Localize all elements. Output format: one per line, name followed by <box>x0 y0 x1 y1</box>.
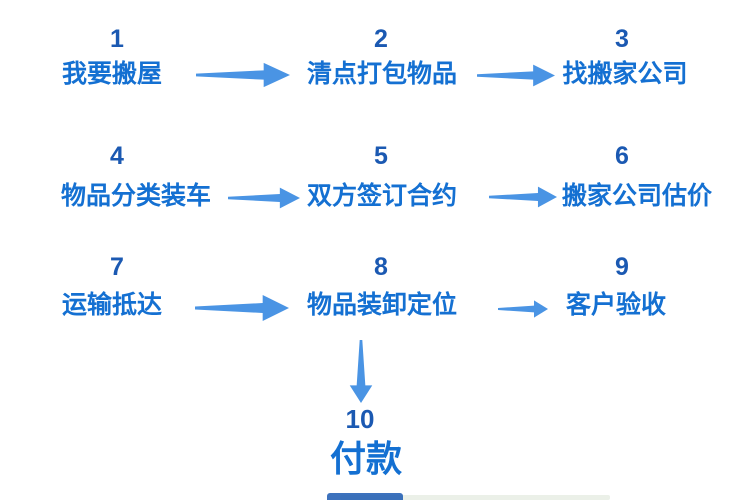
step-number-1: 1 <box>110 25 124 53</box>
step-number-8: 8 <box>374 253 388 281</box>
step-label-2: 清点打包物品 <box>306 60 458 88</box>
step-number-3: 3 <box>615 25 629 53</box>
arrow-right-icon <box>498 299 548 319</box>
step-number-4: 4 <box>110 142 124 170</box>
step-number-6: 6 <box>615 142 629 170</box>
step-label-10: 付款 <box>329 438 403 479</box>
step-number-5: 5 <box>374 142 388 170</box>
step-number-10: 10 <box>345 404 375 434</box>
arrow-right-icon <box>228 186 300 210</box>
arrow-down-icon <box>348 340 374 403</box>
step-label-6: 搬家公司估价 <box>561 182 713 210</box>
step-number-2: 2 <box>374 25 388 53</box>
step-number-9: 9 <box>615 253 629 281</box>
arrow-right-icon <box>195 293 289 323</box>
step-label-7: 运输抵达 <box>61 291 163 319</box>
step-label-8: 物品装卸定位 <box>306 291 458 319</box>
step-label-4: 物品分类装车 <box>60 182 212 210</box>
step-label-3: 找搬家公司 <box>562 60 688 88</box>
step-label-5: 双方签订合约 <box>306 182 458 210</box>
step-number-7: 7 <box>110 253 124 281</box>
arrow-right-icon <box>196 61 290 89</box>
arrow-right-icon <box>489 185 557 209</box>
cutoff-partial-text <box>327 493 403 500</box>
step-label-1: 我要搬屋 <box>61 60 163 88</box>
cutoff-partial-content <box>340 495 610 500</box>
arrow-right-icon <box>477 63 555 88</box>
step-label-9: 客户验收 <box>565 291 667 319</box>
